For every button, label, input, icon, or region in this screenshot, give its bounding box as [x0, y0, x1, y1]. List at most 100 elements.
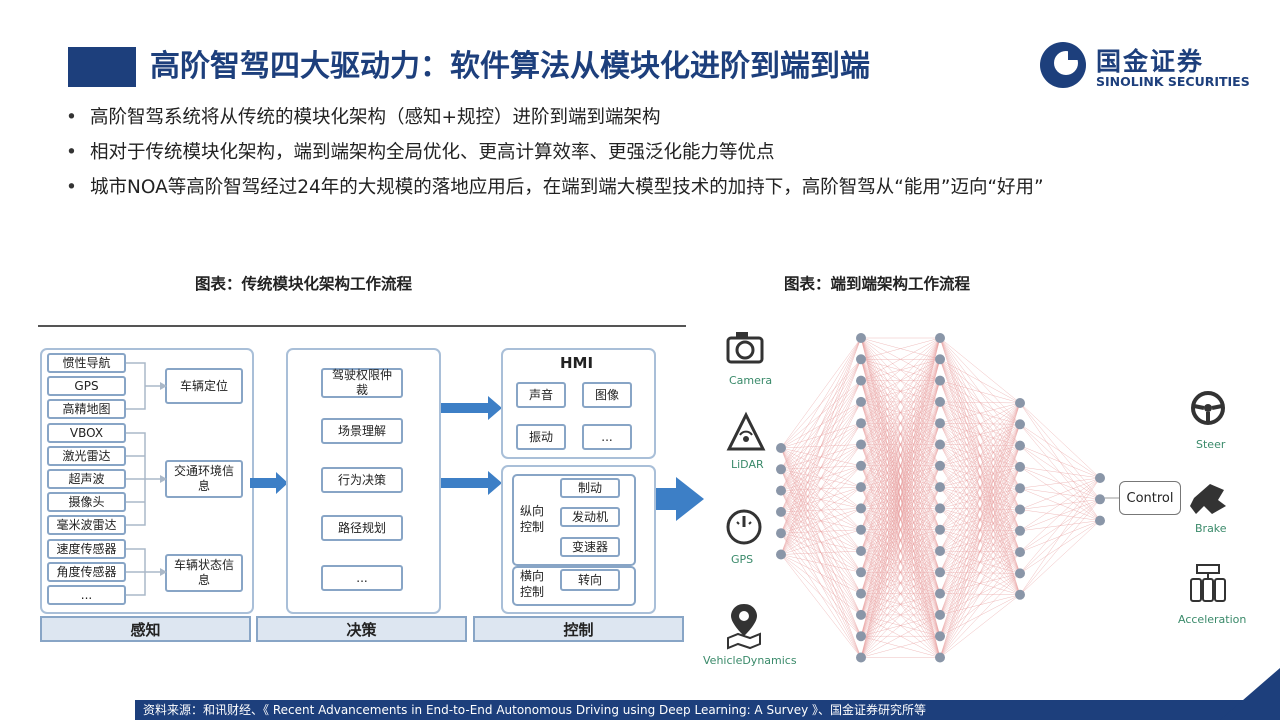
nn-edge — [780, 423, 862, 555]
nn-node — [1015, 483, 1025, 494]
camera-icon — [726, 332, 764, 364]
nn-edge — [780, 508, 862, 555]
nn-node — [1015, 419, 1025, 430]
nn-edge — [939, 594, 1021, 658]
nn-edge — [780, 529, 862, 555]
output-label-acceleration: Acceleration — [1178, 613, 1247, 626]
nn-edge — [780, 359, 862, 555]
nn-edge — [780, 337, 862, 491]
lidar-icon — [726, 411, 766, 451]
nn-edge — [860, 465, 941, 658]
nn-node — [856, 439, 866, 450]
nn-edge — [939, 573, 1021, 658]
nn-node — [776, 549, 786, 560]
nn-edge — [939, 402, 1021, 530]
nn-edge — [1019, 402, 1101, 479]
nn-edge — [780, 486, 862, 555]
nn-node — [935, 609, 945, 620]
nn-edge — [860, 486, 941, 658]
nn-edge — [860, 337, 941, 466]
nn-edge — [860, 572, 941, 658]
nn-node — [776, 485, 786, 496]
gps-gauge-icon — [726, 509, 762, 545]
nn-edge — [1019, 477, 1101, 553]
nn-edge — [860, 423, 941, 658]
nn-node — [1095, 494, 1105, 505]
arrow-modular-to-end2end — [646, 477, 704, 521]
input-box: GPS — [47, 376, 126, 396]
nn-edge — [939, 530, 1021, 658]
nn-edge — [939, 402, 1021, 615]
nn-edge — [860, 550, 941, 658]
nn-edge — [780, 554, 862, 616]
nn-node — [856, 588, 866, 599]
map-pin-icon — [727, 604, 761, 650]
nn-edge — [939, 424, 1021, 658]
nn-edge — [939, 402, 1021, 637]
nn-node — [856, 546, 866, 556]
nn-node — [1015, 589, 1025, 600]
nn-edge — [780, 444, 862, 555]
nn-edge — [1019, 477, 1101, 532]
nn-edge — [939, 402, 1021, 466]
control-box: 转向 — [560, 569, 620, 591]
output-label-steer: Steer — [1196, 438, 1226, 451]
decision-box: 场景理解 — [321, 418, 403, 444]
hmi-box: 声音 — [516, 382, 566, 408]
hmi-box: 振动 — [516, 424, 566, 450]
decision-box: 路径规划 — [321, 515, 403, 541]
nn-edge — [860, 508, 941, 658]
output-box-vehicle-state: 车辆状态信息 — [165, 554, 243, 592]
arrow-perception-to-decision — [250, 472, 288, 494]
nn-edge — [1019, 520, 1101, 595]
logo-en-text: SINOLINK SECURITIES — [1096, 74, 1250, 89]
nn-edge — [860, 529, 941, 658]
nn-node — [935, 396, 945, 407]
nn-node — [856, 503, 866, 514]
nn-edge — [939, 402, 1021, 658]
nn-edge — [860, 380, 941, 658]
nn-edge — [1019, 466, 1101, 479]
hmi-box: ... — [582, 424, 632, 450]
input-box: 角度传感器 — [47, 562, 126, 582]
nn-edge — [860, 337, 941, 403]
nn-edge — [1019, 477, 1101, 489]
control-box: 变速器 — [560, 537, 620, 557]
nn-edge — [939, 402, 1021, 509]
nn-edge — [860, 337, 941, 530]
stage-bar-control: 控制 — [473, 616, 684, 642]
nn-edge — [860, 337, 941, 445]
nn-edge — [939, 402, 1021, 594]
nn-edge — [860, 337, 941, 573]
nn-node — [856, 375, 866, 386]
nn-edge — [1019, 477, 1101, 595]
corner-decoration — [1220, 668, 1280, 720]
hmi-title: HMI — [560, 354, 594, 372]
nn-node — [856, 418, 866, 429]
input-label-lidar: LiDAR — [731, 458, 764, 471]
nn-edge — [780, 401, 862, 555]
nn-node — [856, 482, 866, 493]
nn-node — [935, 503, 945, 514]
decision-box: 驾驶权限仲裁 — [321, 368, 403, 398]
perception-connectors — [126, 362, 704, 596]
nn-edge — [860, 593, 941, 658]
hmi-box: 图像 — [582, 382, 632, 408]
nn-edge — [860, 337, 941, 509]
nn-edge — [780, 337, 862, 513]
input-box: 高精地图 — [47, 399, 126, 419]
accelerator-pedals-icon — [1190, 564, 1226, 602]
nn-edge — [939, 402, 1021, 445]
logo-cn-text: 国金证券 — [1096, 47, 1205, 76]
nn-edge — [939, 402, 1021, 573]
nn-node — [1095, 515, 1105, 526]
input-label-gps: GPS — [731, 553, 754, 566]
nn-node — [776, 464, 786, 475]
control-box: 制动 — [560, 478, 620, 498]
nn-edge — [860, 444, 941, 658]
nn-edge — [939, 359, 1021, 404]
nn-node — [856, 609, 866, 620]
nn-edge — [860, 635, 941, 658]
nn-node — [856, 524, 866, 535]
nn-edge — [860, 337, 941, 360]
